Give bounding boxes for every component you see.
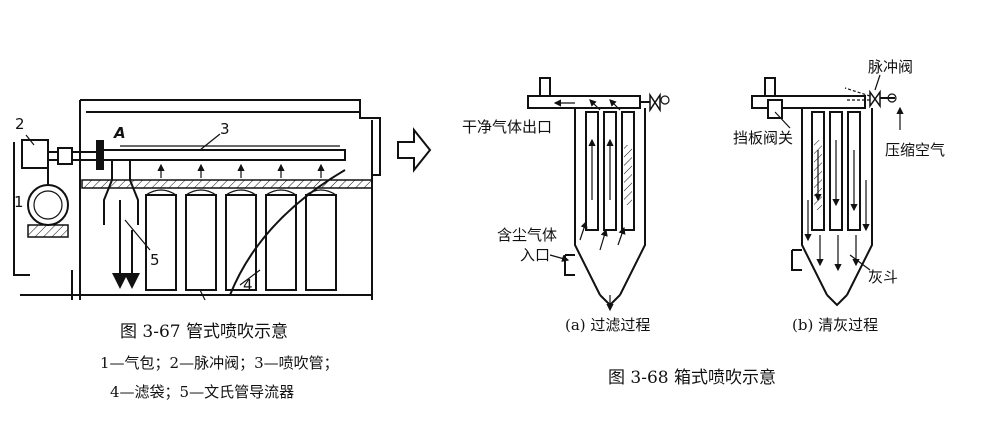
- transition-arrow-icon: [397, 127, 432, 173]
- callout-5: 5: [150, 251, 160, 269]
- figure-3-67-drawing: [13, 99, 381, 301]
- figure-3-68b-subcaption: (b) 清灰过程: [792, 316, 878, 334]
- dusty-gas-inlet-label-line-2: 入口: [520, 246, 550, 264]
- figure-3-67-caption: 图 3-67 管式喷吹示意: [120, 322, 288, 342]
- figure-3-68a-subcaption: (a) 过滤过程: [565, 316, 650, 334]
- pulse-valve-label: 脉冲阀: [868, 58, 913, 76]
- dusty-gas-inlet-label-line-1: 含尘气体: [497, 226, 557, 244]
- figure-3-67-legend-line-1: 1—气包；2—脉冲阀；3—喷吹管；: [100, 354, 339, 372]
- callout-a: A: [113, 124, 126, 142]
- clean-gas-outlet-label: 干净气体出口: [462, 118, 552, 136]
- figure-3-68b-drawing: [751, 74, 904, 307]
- callout-3: 3: [220, 120, 230, 138]
- filter-bag-row: [145, 194, 337, 291]
- figure-3-68-caption: 图 3-68 箱式喷吹示意: [608, 368, 776, 388]
- callout-4: 4: [243, 276, 253, 294]
- figure-3-67-legend-line-2: 4—滤袋；5—文氏管导流器: [110, 383, 294, 401]
- callout-2: 2: [15, 115, 25, 133]
- compressed-air-label: 压缩空气: [885, 141, 945, 159]
- ash-hopper-label: 灰斗: [868, 268, 898, 286]
- damper-closed-label: 挡板阀关: [733, 129, 793, 147]
- figure-3-68a-drawing: [527, 77, 670, 312]
- callout-1: 1: [14, 193, 24, 211]
